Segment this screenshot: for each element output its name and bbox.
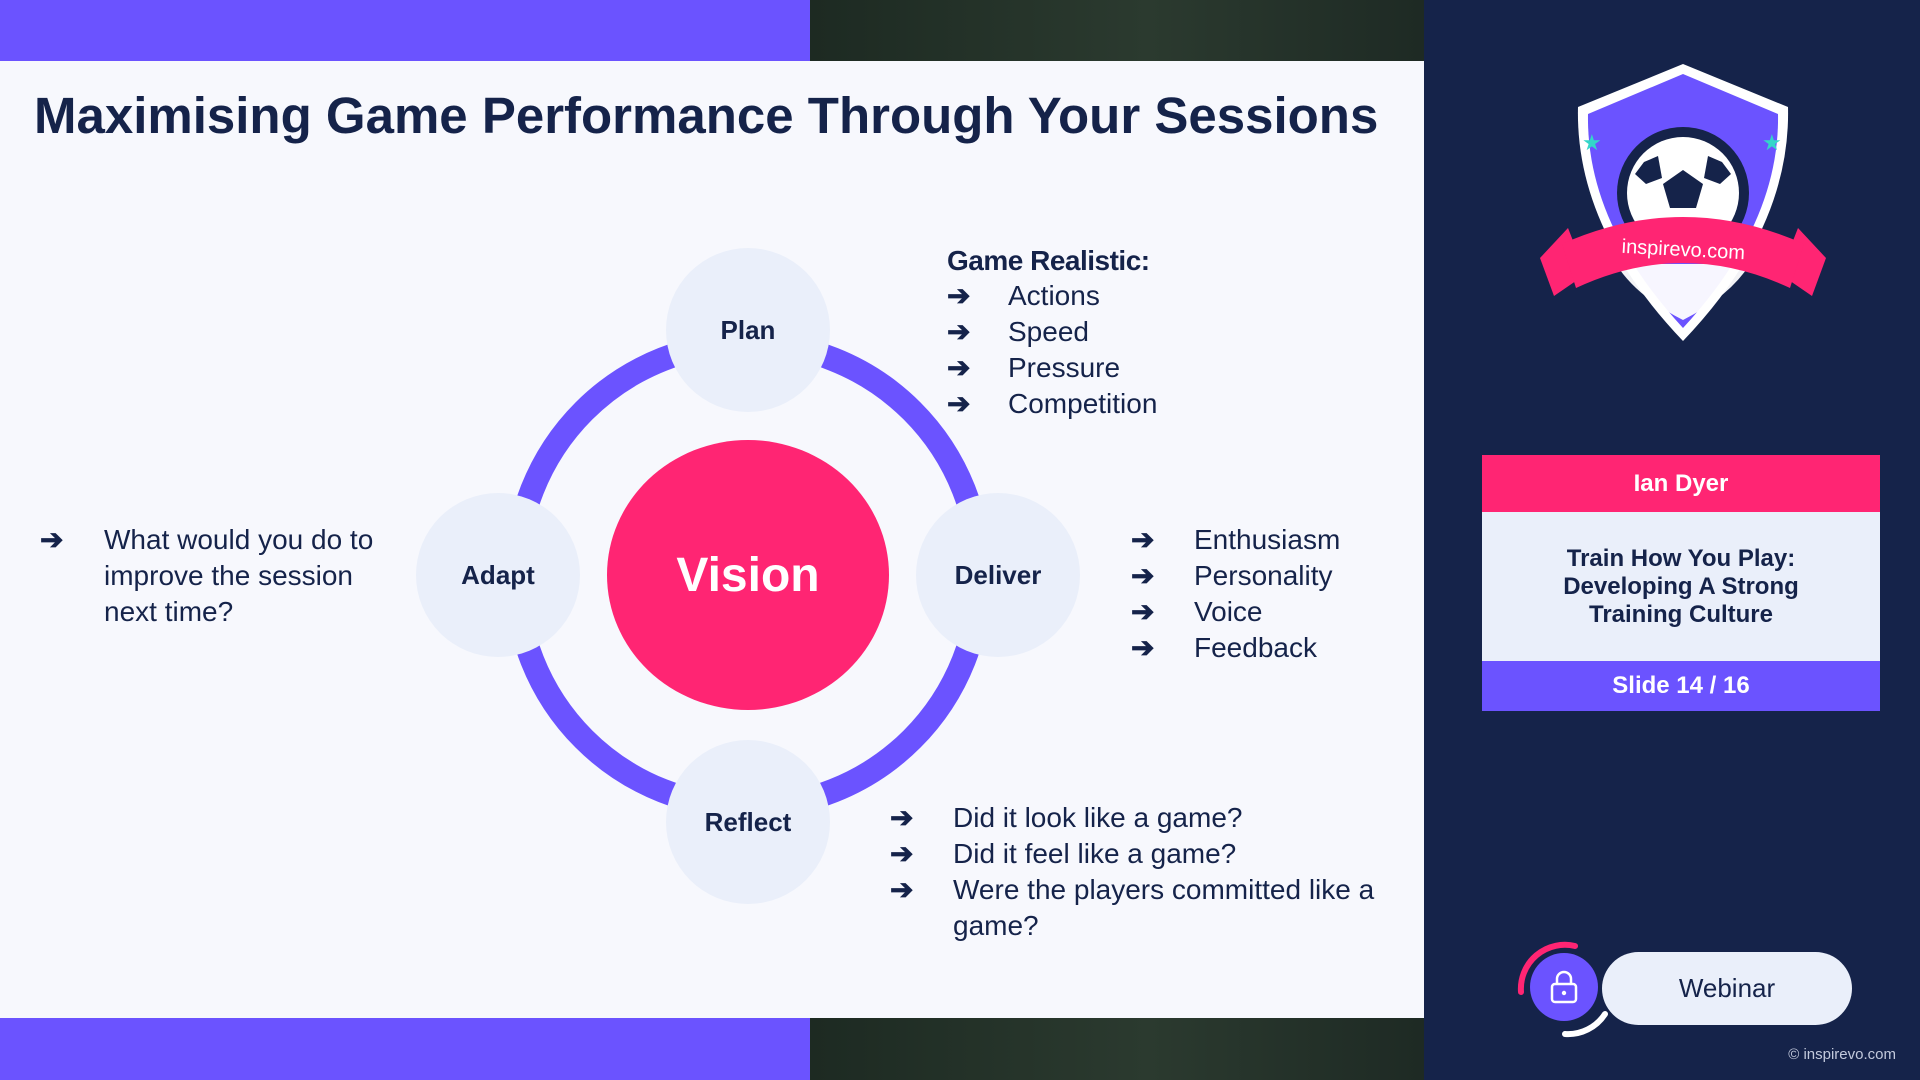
vision-circle: Vision xyxy=(607,440,889,710)
star-icon: ★ xyxy=(1582,131,1602,156)
lock-accent-arc xyxy=(1517,941,1608,1038)
arrow-right-icon: ➔ xyxy=(890,802,914,833)
bottom-band-purple xyxy=(0,1018,810,1080)
list-item: ➔Were the players committed like a game? xyxy=(890,872,1415,944)
list-item: ➔Feedback xyxy=(1131,630,1340,666)
webinar-label-pill[interactable]: Webinar xyxy=(1602,952,1852,1025)
slide-counter: Slide 14 / 16 xyxy=(1482,661,1880,711)
white-arc xyxy=(1562,1011,1608,1038)
slide-title: Maximising Game Performance Through Your… xyxy=(34,87,1379,144)
cycle-node-plan: Plan xyxy=(666,248,830,412)
pink-arc xyxy=(1517,941,1578,995)
lock-button[interactable] xyxy=(1530,953,1598,1021)
cycle-node-adapt: Adapt xyxy=(416,493,580,657)
plan-notes-heading: Game Realistic: xyxy=(947,245,1150,276)
bottom-band-photo xyxy=(810,1018,1424,1080)
bottom-accent-band xyxy=(0,1018,1424,1080)
arrow-right-icon: ➔ xyxy=(1131,632,1155,663)
badge-shield-base xyxy=(1616,264,1750,320)
plan-notes: Game Realistic: ➔Actions ➔Speed ➔Pressur… xyxy=(947,246,1157,422)
webinar-info-card: Ian Dyer Train How You Play: Developing … xyxy=(1482,455,1880,711)
arrow-right-icon: ➔ xyxy=(1131,524,1155,555)
ball-pentagon xyxy=(1663,170,1703,208)
list-item: ➔Did it look like a game? xyxy=(890,800,1415,836)
plan-notes-list: ➔Actions ➔Speed ➔Pressure ➔Competition xyxy=(947,278,1157,422)
sidebar: ★ ★ inspirevo.com Ian Dyer Train How You… xyxy=(1442,0,1920,1080)
list-item: ➔What would you do to improve the sessio… xyxy=(40,522,380,630)
reflect-notes-list: ➔Did it look like a game? ➔Did it feel l… xyxy=(890,800,1415,944)
arrow-right-icon: ➔ xyxy=(40,524,64,555)
list-item: ➔Enthusiasm xyxy=(1131,522,1340,558)
list-item: ➔Competition xyxy=(947,386,1157,422)
arrow-right-icon: ➔ xyxy=(947,316,971,347)
top-band-purple xyxy=(0,0,810,61)
inspirevo-logo: ★ ★ inspirevo.com xyxy=(1540,64,1826,341)
arrow-right-icon: ➔ xyxy=(947,280,971,311)
presenter-name: Ian Dyer xyxy=(1482,455,1880,512)
list-item: ➔Pressure xyxy=(947,350,1157,386)
cycle-node-reflect: Reflect xyxy=(666,740,830,904)
arrow-right-icon: ➔ xyxy=(947,388,971,419)
top-band-photo xyxy=(810,0,1424,61)
list-item: ➔Actions xyxy=(947,278,1157,314)
top-accent-band xyxy=(0,0,1424,61)
arrow-right-icon: ➔ xyxy=(890,838,914,869)
arrow-right-icon: ➔ xyxy=(947,352,971,383)
lock-icon xyxy=(1550,970,1578,1004)
adapt-notes-list: ➔What would you do to improve the sessio… xyxy=(40,522,380,630)
list-item: ➔Personality xyxy=(1131,558,1340,594)
list-item: ➔Voice xyxy=(1131,594,1340,630)
arrow-right-icon: ➔ xyxy=(1131,596,1155,627)
copyright-text: © inspirevo.com xyxy=(1788,1046,1896,1063)
list-item: ➔Did it feel like a game? xyxy=(890,836,1415,872)
slide-canvas: Maximising Game Performance Through Your… xyxy=(0,0,1424,1080)
list-item: ➔Speed xyxy=(947,314,1157,350)
webinar-title: Train How You Play: Developing A Strong … xyxy=(1482,512,1880,661)
cycle-node-deliver: Deliver xyxy=(916,493,1080,657)
logo-ribbon xyxy=(1562,217,1804,288)
star-icon: ★ xyxy=(1762,131,1782,156)
deliver-notes-list: ➔Enthusiasm ➔Personality ➔Voice ➔Feedbac… xyxy=(1131,522,1340,666)
arrow-right-icon: ➔ xyxy=(890,874,914,905)
arrow-right-icon: ➔ xyxy=(1131,560,1155,591)
